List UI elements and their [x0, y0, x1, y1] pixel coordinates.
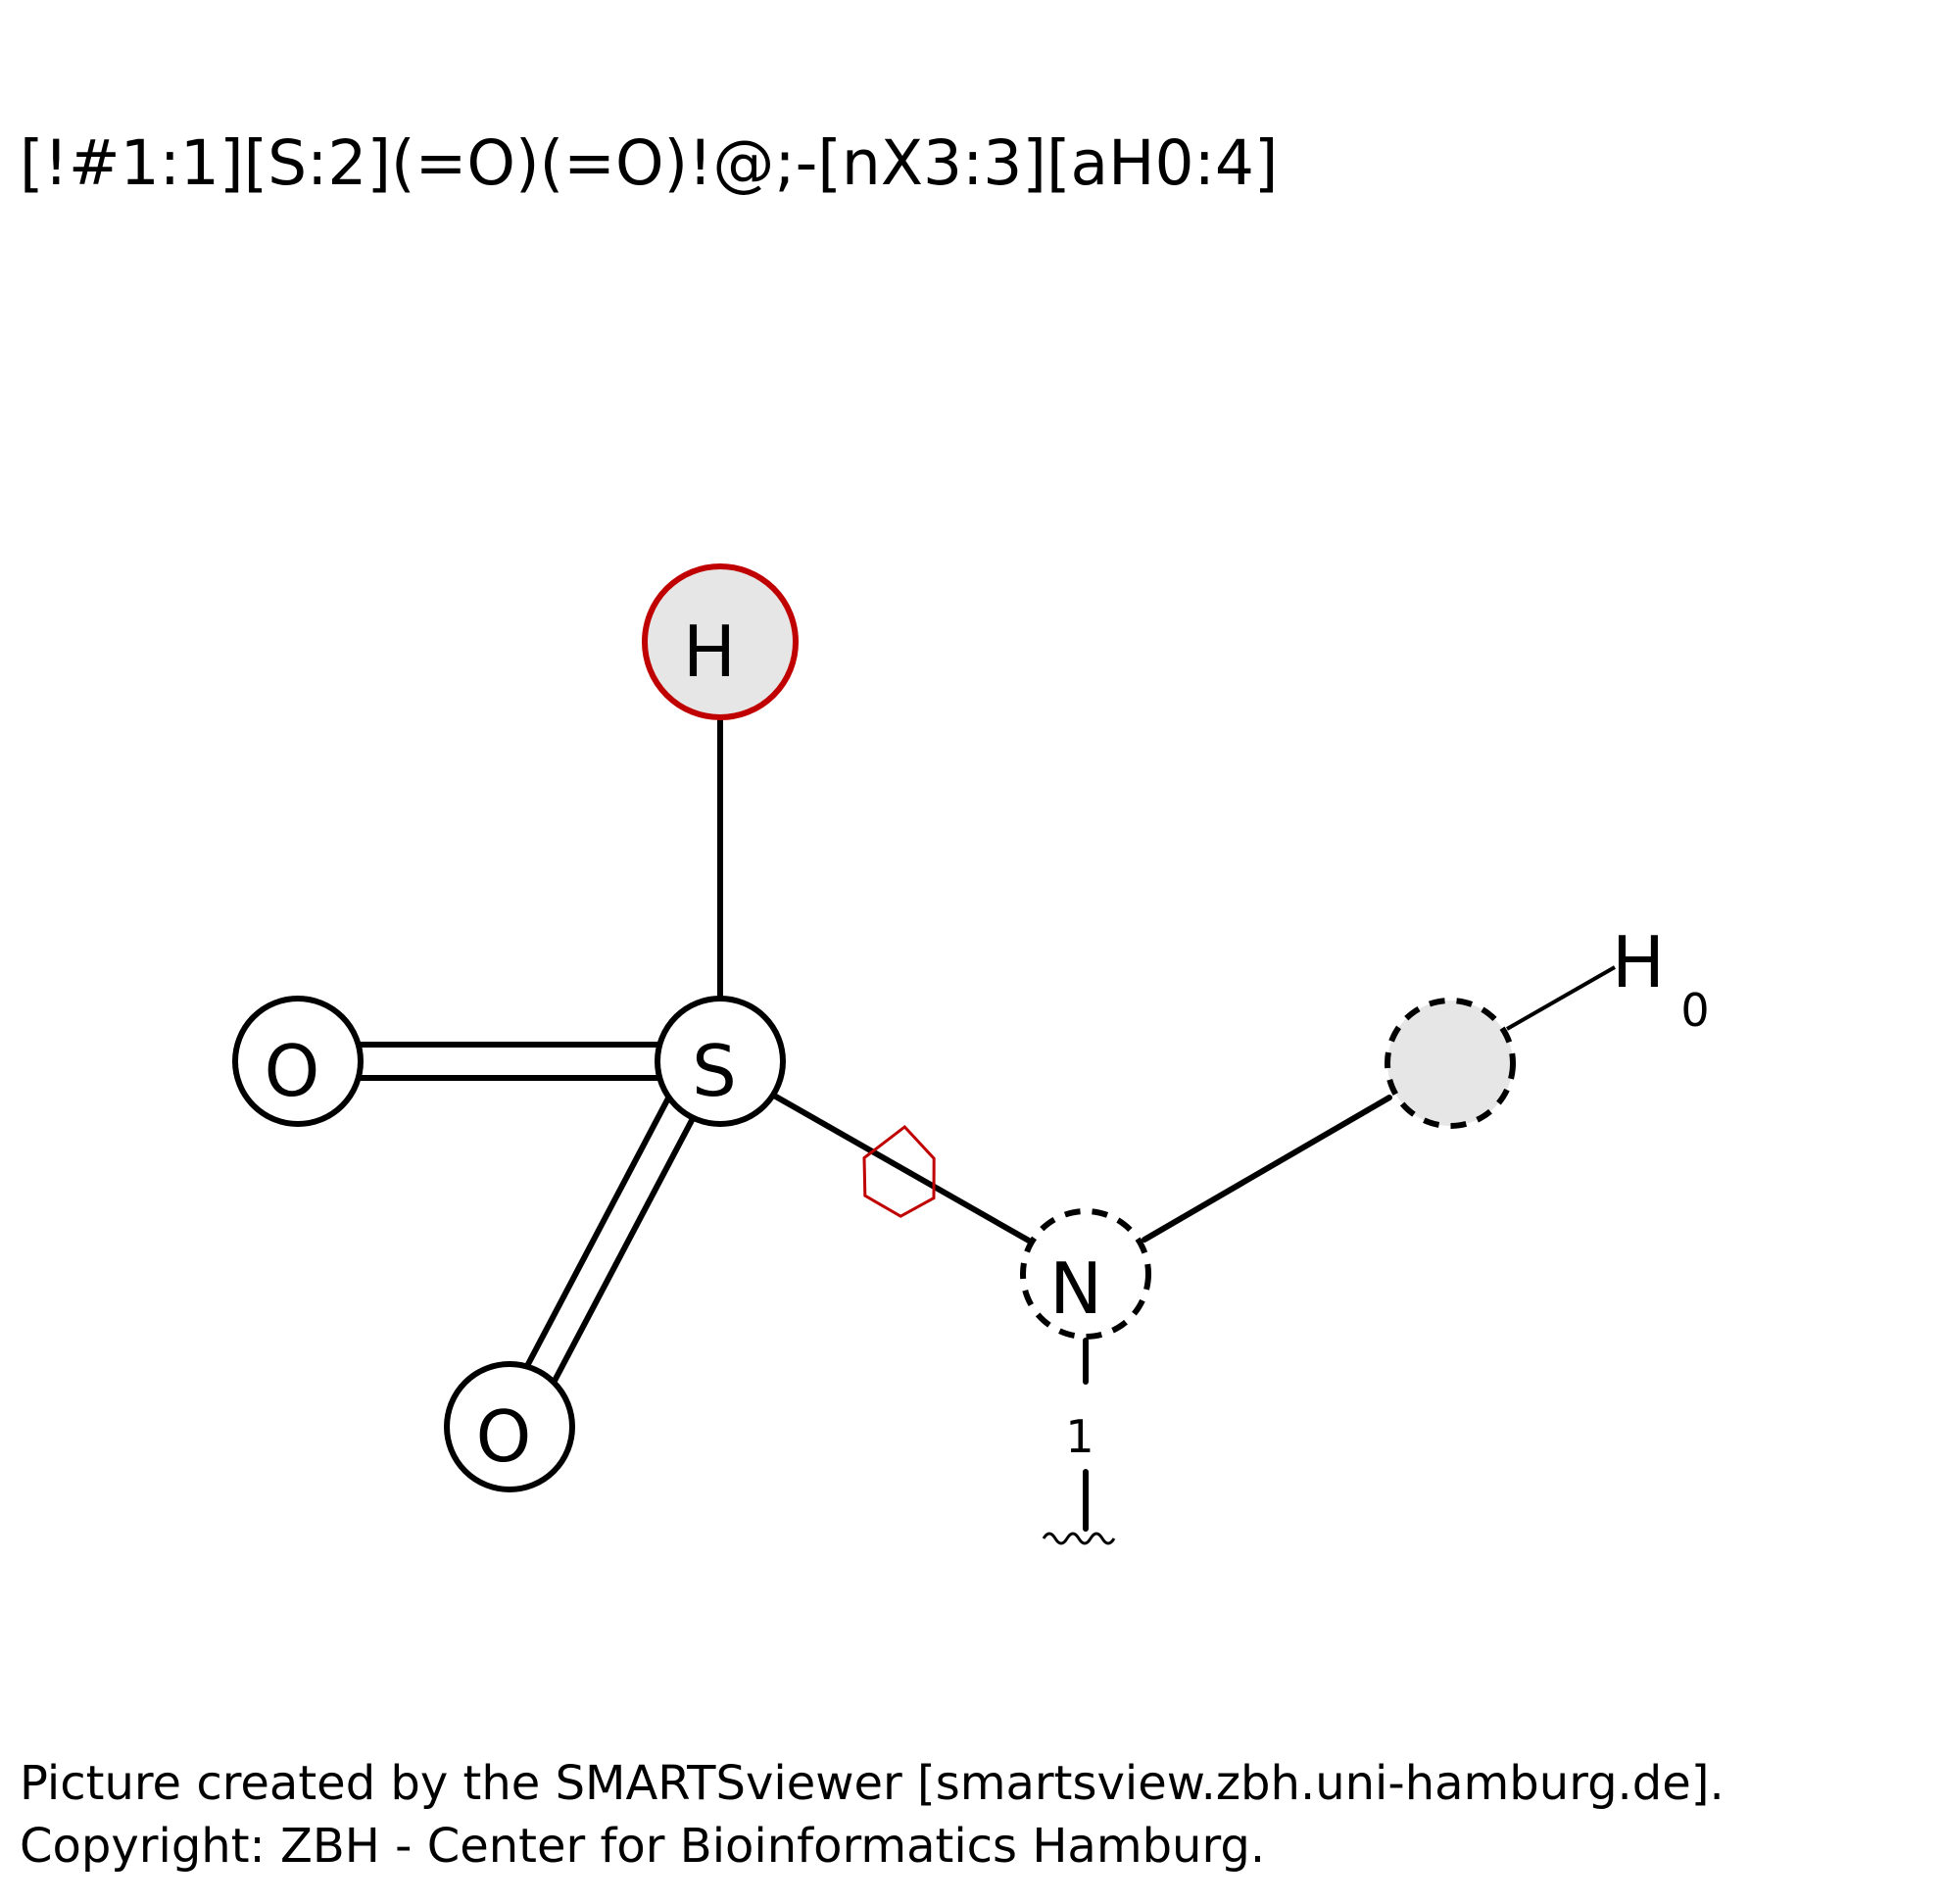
footer-line-2: Copyright: ZBH - Center for Bioinformati…: [20, 1819, 1266, 1874]
atom-n-circle: [1020, 1208, 1151, 1340]
bonds: [358, 710, 1392, 1532]
aromatic-h-label: H: [1612, 921, 1665, 1003]
atom-o-bottom-circle: [444, 1361, 575, 1492]
footer-line-1: Picture created by the SMARTSviewer [sma…: [20, 1756, 1725, 1811]
atom-n-label: N: [1049, 1247, 1102, 1330]
bond-s-o-bottom-1: [524, 1090, 674, 1369]
bond-s-o-bottom-2: [552, 1104, 702, 1384]
bond-n-aromatic: [1142, 1095, 1392, 1243]
smarts-pattern: [!#1:1][S:2](=O)(=O)!@;-[nX3:3][aH0:4]: [20, 127, 1279, 199]
atom-s-circle: [655, 996, 786, 1127]
atom-o-left-circle: [232, 996, 364, 1127]
atom-h-label: H: [683, 610, 736, 693]
wavy-terminal-icon: [1042, 1532, 1116, 1545]
aromatic-h-count: 0: [1680, 984, 1709, 1037]
atom-o-bottom-label: O: [476, 1395, 532, 1478]
bond-s-n: [771, 1093, 1032, 1244]
atom-o-left-label: O: [265, 1030, 320, 1112]
atom-h-circle: [642, 563, 799, 720]
bond-aromatic-h-label: [1506, 965, 1616, 1031]
footer: Picture created by the SMARTSviewer [sma…: [20, 1752, 1725, 1878]
atom-aromatic-circle: [1385, 998, 1516, 1129]
ring-bond-marker-icon: [862, 1124, 936, 1218]
atom-s-label: S: [692, 1030, 737, 1112]
n-degree-label: 1: [1065, 1410, 1094, 1463]
